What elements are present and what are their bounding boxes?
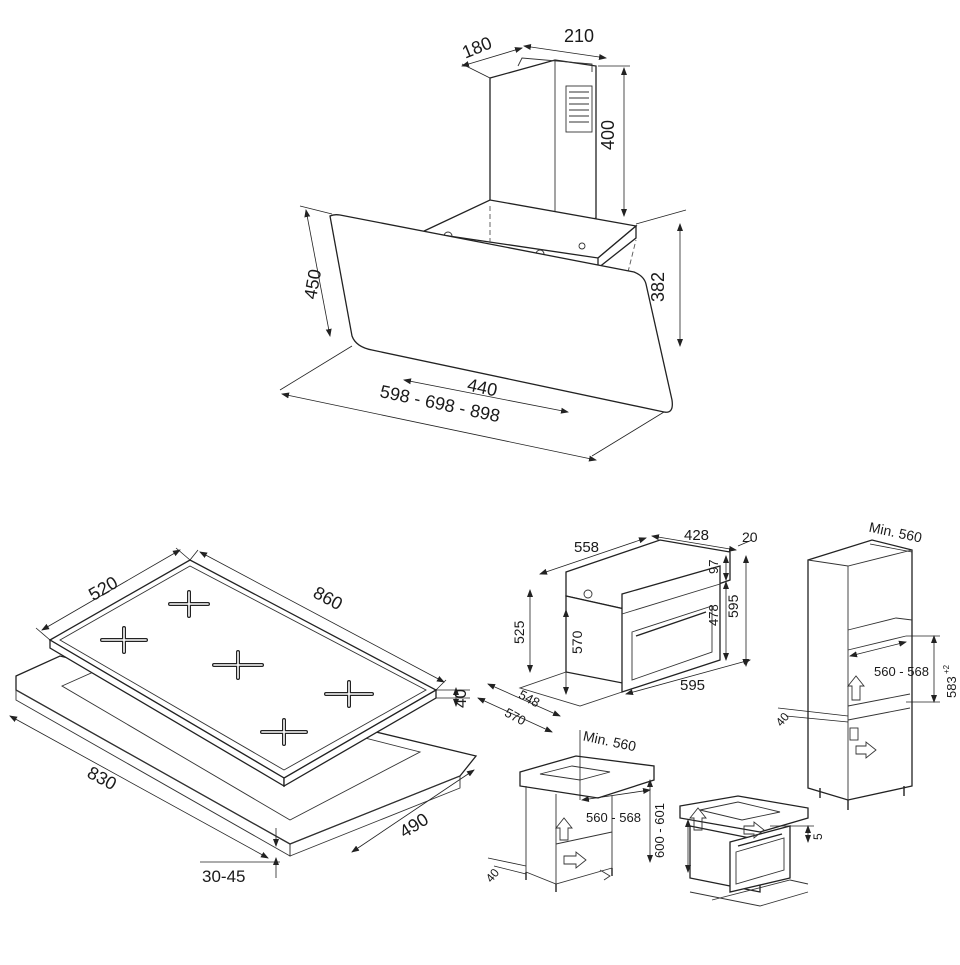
label-hob-depth: 520 bbox=[85, 572, 121, 604]
gas-hob: 520 860 40 830 490 bbox=[9, 547, 478, 886]
column-niche-height-group: 583 +2 bbox=[942, 664, 959, 698]
label-oven-width: 558 bbox=[574, 539, 599, 556]
label-column-niche-width: 560 - 568 bbox=[874, 664, 929, 679]
uc-airflow-in-arrow-icon bbox=[563, 851, 587, 869]
label-uc-width: 560 - 568 bbox=[586, 810, 641, 825]
label-worktop-thickness: 30-45 bbox=[202, 867, 245, 886]
label-oven-top-gap: 97 bbox=[706, 560, 721, 574]
label-body-height: 382 bbox=[648, 272, 668, 302]
airflow-up-arrow-icon bbox=[847, 675, 865, 701]
label-oven-height: 595 bbox=[725, 594, 741, 618]
cooker-hood: 180 210 400 450 382 440 bbox=[279, 26, 687, 462]
label-cutout-width: 830 bbox=[84, 762, 120, 794]
label-oven-inner-height: 478 bbox=[706, 604, 721, 626]
label-chimney-width: 210 bbox=[564, 26, 594, 46]
label-hob-thickness: 40 bbox=[451, 689, 470, 708]
airflow-in-arrow-icon bbox=[855, 741, 877, 759]
label-uc-vent: 40 bbox=[483, 866, 503, 885]
label-chimney-height: 400 bbox=[598, 120, 618, 150]
uc-airflow-up-arrow-icon bbox=[555, 817, 573, 841]
oven-handle bbox=[635, 611, 707, 637]
label-cutout-depth: 490 bbox=[396, 809, 432, 842]
dim-glass-height: 450 bbox=[299, 205, 333, 337]
label-glass-height: 450 bbox=[300, 268, 325, 301]
label-column-vent: 40 bbox=[773, 710, 793, 729]
dim-body-height: 382 bbox=[635, 209, 687, 347]
under-counter-cabinet: Min. 560 560 - 568 600 - 601 40 bbox=[483, 728, 667, 892]
label-oven-side-height: 525 bbox=[511, 620, 527, 644]
label-oven-depth: 428 bbox=[684, 527, 709, 544]
burner-4 bbox=[324, 680, 374, 708]
label-column-niche-height: 583 bbox=[944, 676, 959, 698]
label-ouh-gap: 5 bbox=[811, 833, 825, 840]
hood-glass-panel bbox=[329, 214, 673, 413]
label-hob-width: 860 bbox=[310, 582, 346, 614]
ouh-airflow-up-arrow-icon bbox=[689, 807, 707, 831]
dim-worktop-thickness: 30-45 bbox=[200, 828, 280, 886]
label-uc-min-depth: Min. 560 bbox=[582, 728, 638, 755]
uc-airflow-out-arrow-icon bbox=[599, 869, 611, 881]
label-column-niche-tolerance: +2 bbox=[942, 664, 951, 674]
dim-chimney-width: 210 bbox=[523, 26, 607, 60]
dim-hob-thickness: 40 bbox=[436, 687, 470, 708]
label-oven-front-width: 595 bbox=[680, 677, 705, 694]
column-cabinet: Min. 560 560 - 568 583 +2 40 bbox=[773, 519, 959, 810]
burner-2 bbox=[100, 626, 148, 654]
label-uc-height: 600 - 601 bbox=[652, 803, 667, 858]
dim-chimney-height: 400 bbox=[598, 65, 630, 217]
oven-under-hob: 5 bbox=[679, 795, 825, 907]
label-inner-width: 440 bbox=[466, 375, 500, 401]
built-in-oven: 558 428 20 97 478 595 525 570 595 548 57… bbox=[477, 527, 758, 733]
label-oven-depth-570: 570 bbox=[502, 705, 528, 728]
burner-5 bbox=[260, 718, 308, 746]
label-oven-front: 20 bbox=[742, 529, 758, 545]
oven-connector-icon bbox=[583, 589, 593, 599]
label-oven-niche-height: 570 bbox=[569, 630, 585, 654]
ouh-airflow-in-arrow-icon bbox=[743, 821, 765, 839]
